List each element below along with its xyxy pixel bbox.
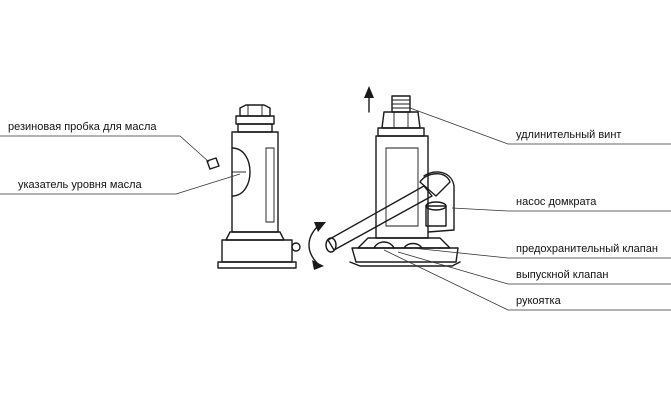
left-jack-drawing	[206, 104, 301, 269]
curved-double-arrow-icon	[308, 225, 319, 265]
label-handle: рукоятка	[516, 295, 561, 307]
label-extension-screw: удлинительный винт	[516, 129, 622, 141]
label-jack-pump: насос домкрата	[516, 196, 597, 208]
label-rubber-plug: резиновая пробка для масла	[8, 121, 157, 133]
label-oil-level-indicator: указатель уровня масла	[18, 179, 142, 191]
leader-lines	[0, 107, 671, 311]
right-jack-drawing	[308, 86, 461, 270]
label-safety-valve: предохранительный клапан	[516, 243, 658, 255]
label-release-valve: выпускной клапан	[516, 269, 609, 281]
